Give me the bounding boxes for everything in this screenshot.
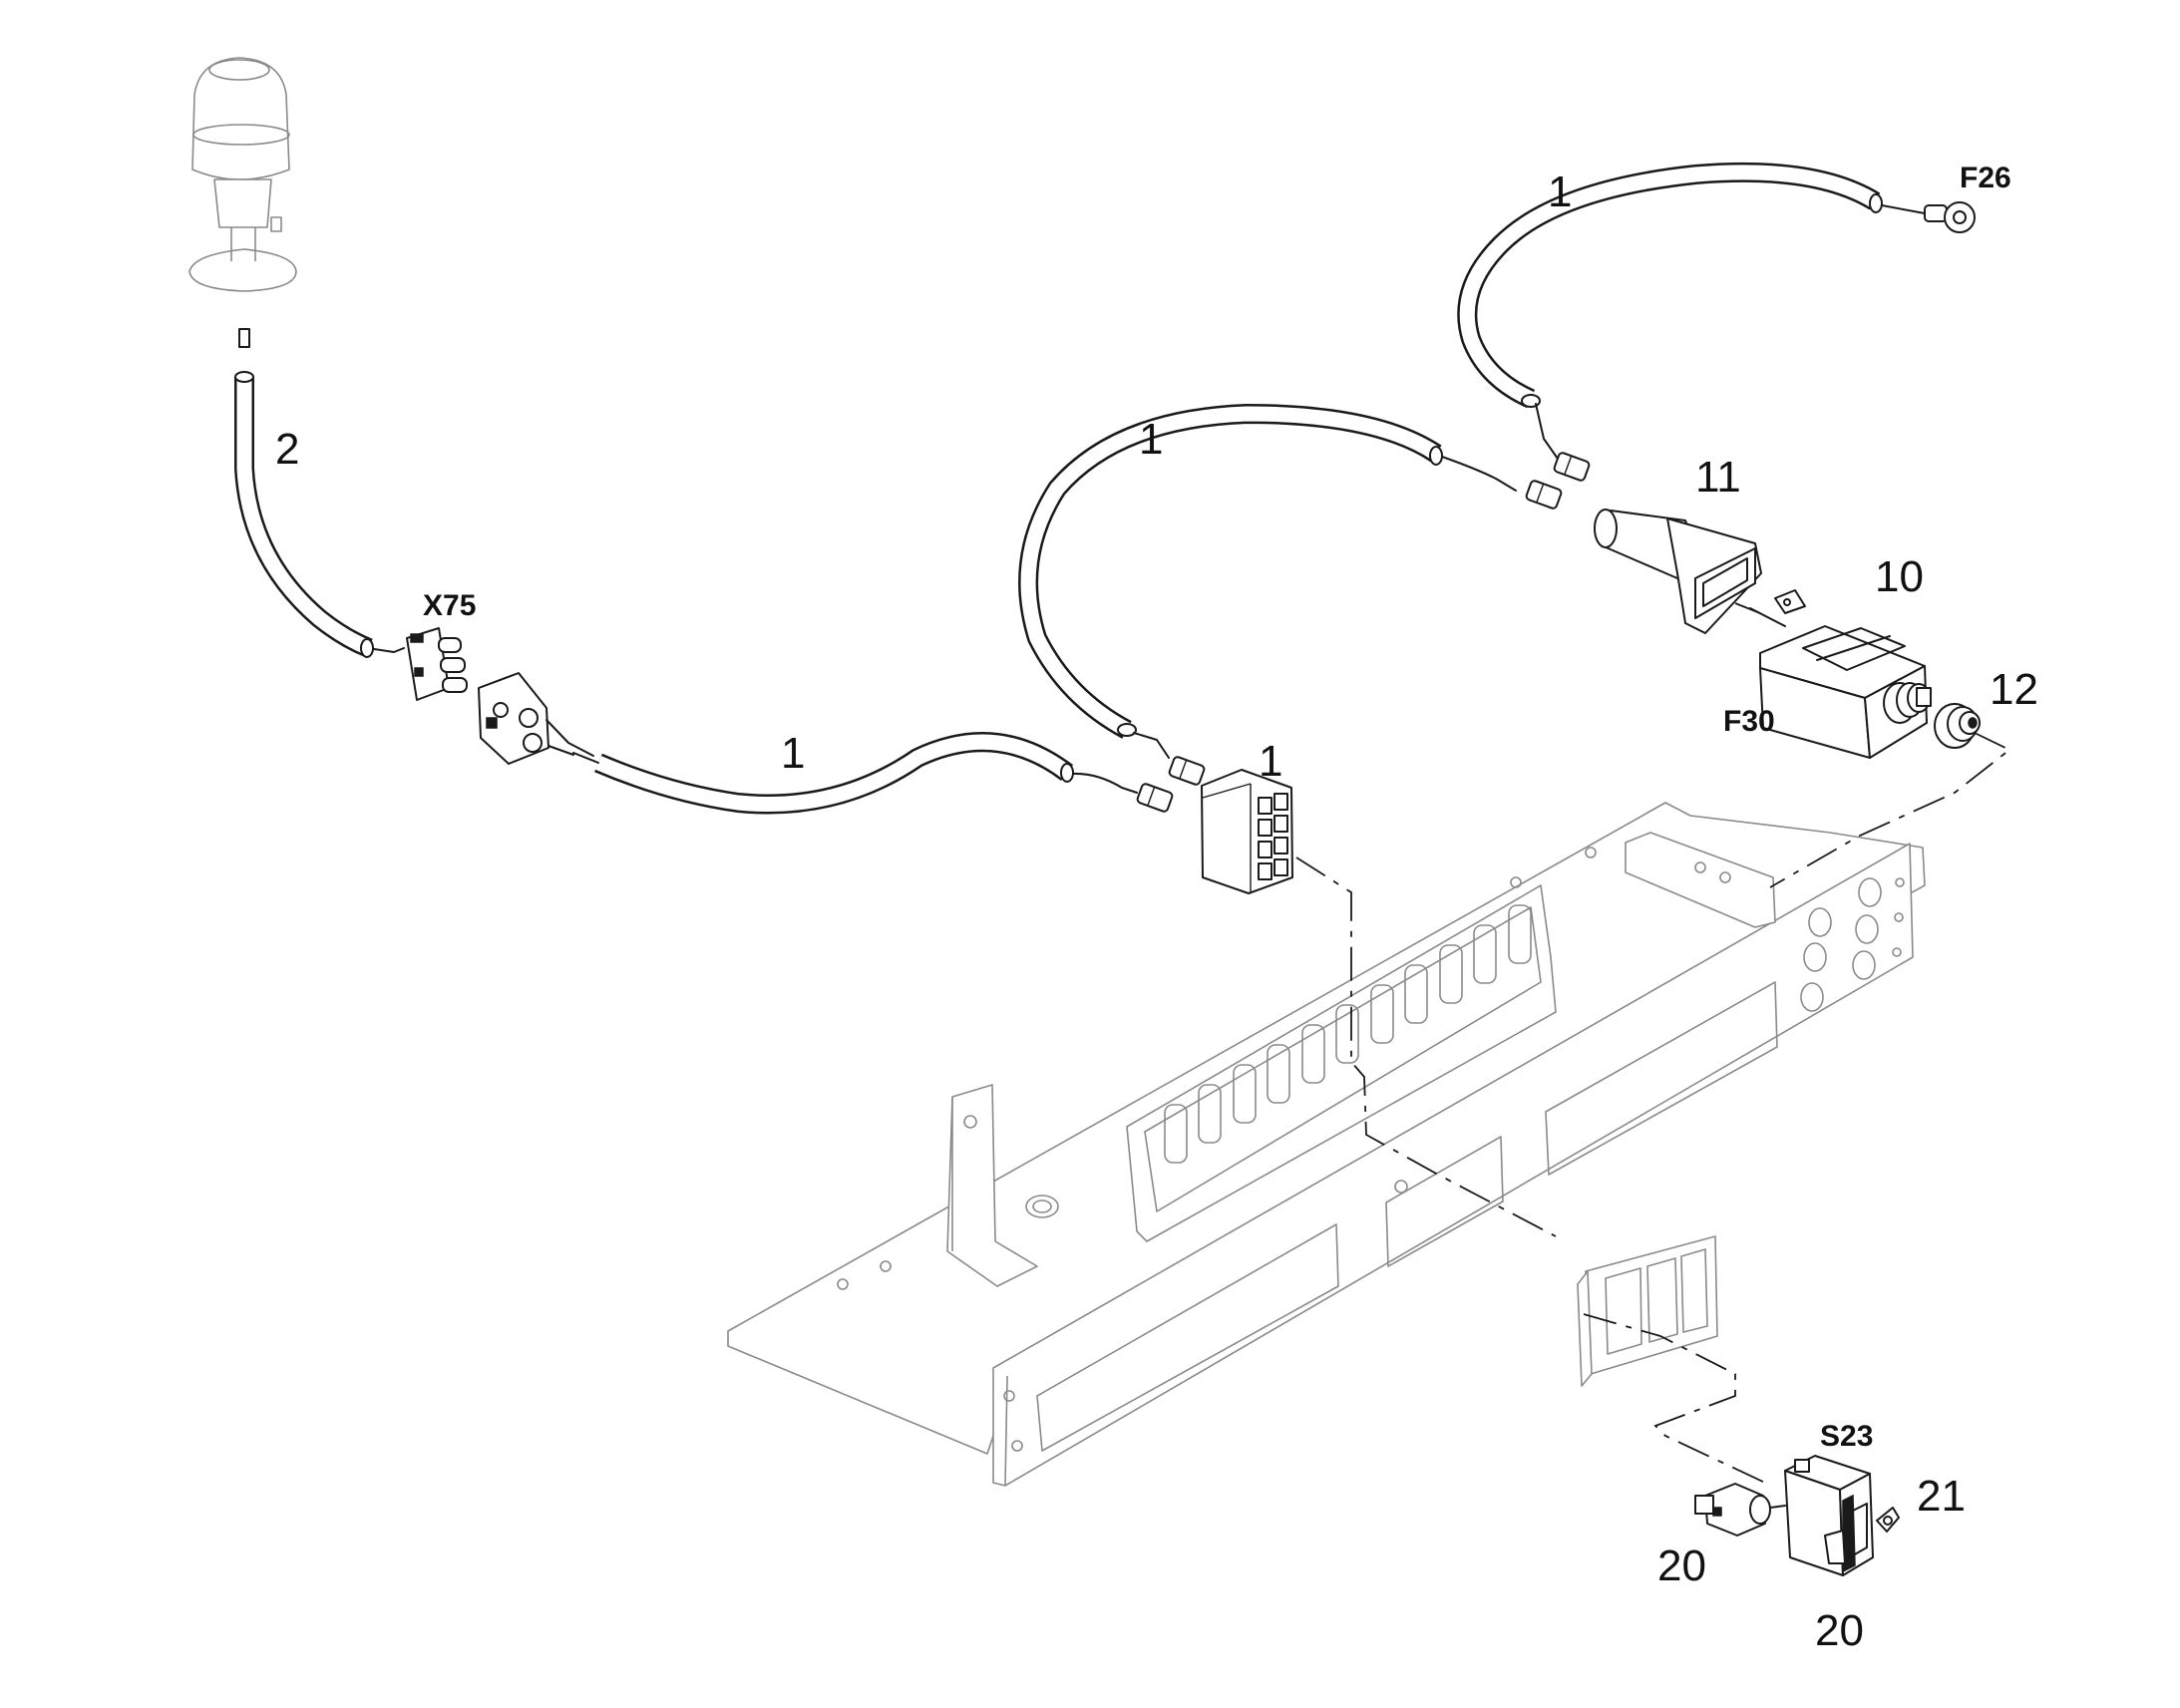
cable-2	[234, 371, 405, 658]
connector-x75	[406, 627, 594, 765]
terminal-lugs	[1136, 201, 1976, 813]
callout-1-housing: 1	[1259, 737, 1282, 786]
callout-20-left: 20	[1657, 1541, 1706, 1590]
cable-1-lower	[572, 732, 1138, 815]
callout-20-bottom: 20	[1815, 1606, 1864, 1655]
mounting-panel	[727, 802, 1926, 1487]
rubber-boot	[1594, 509, 1762, 634]
switch-bezel	[1577, 1235, 1718, 1387]
cable-1-upper	[1457, 162, 1926, 460]
callout-2: 2	[275, 425, 299, 474]
assembly-lines	[1295, 602, 2011, 1484]
callout-11: 11	[1695, 453, 1741, 502]
code-s23: S23	[1820, 1420, 1873, 1453]
callout-1-middle: 1	[1139, 415, 1163, 464]
connector-housing	[1201, 769, 1293, 894]
rocker-switch	[1694, 1455, 1900, 1576]
callout-10: 10	[1875, 552, 1924, 601]
circuit-breaker	[1749, 589, 1981, 759]
callout-12: 12	[1990, 665, 2038, 714]
cable-1-middle	[1018, 404, 1517, 759]
callouts: 2 1 1 1 1 11 10 12 20 20 21 X75 F26 F30 …	[275, 162, 2038, 1655]
beacon-lamp	[188, 57, 297, 348]
code-x75: X75	[423, 589, 476, 622]
code-f30: F30	[1723, 705, 1775, 738]
callout-1-upper: 1	[1548, 168, 1572, 216]
callout-1-lower: 1	[781, 729, 805, 778]
switch-slots	[1164, 904, 1532, 1164]
code-f26: F26	[1960, 162, 2011, 194]
callout-21: 21	[1917, 1472, 1966, 1521]
